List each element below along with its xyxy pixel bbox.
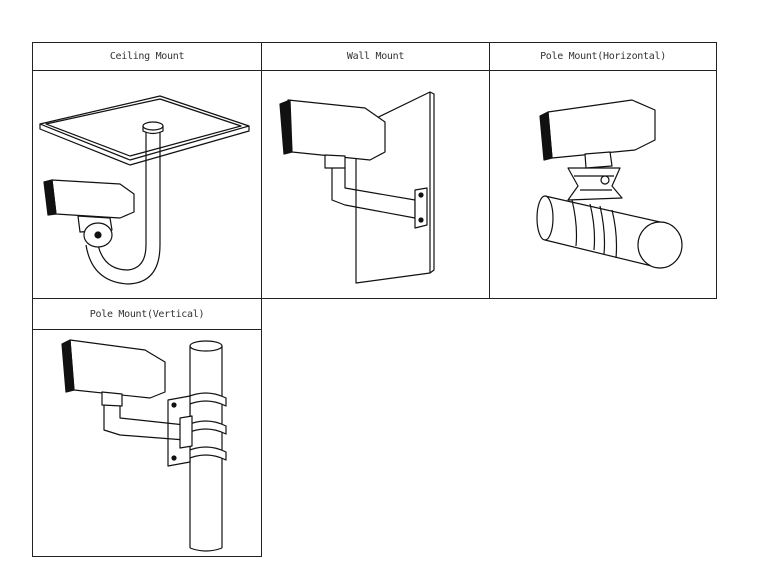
pole-mount-horizontal-illustration [489, 70, 717, 299]
camera-icon [279, 91, 435, 284]
camera-icon [39, 95, 250, 285]
camera-icon [536, 99, 683, 269]
pole-mount-vertical-illustration [32, 329, 262, 557]
camera-icon [61, 339, 227, 552]
